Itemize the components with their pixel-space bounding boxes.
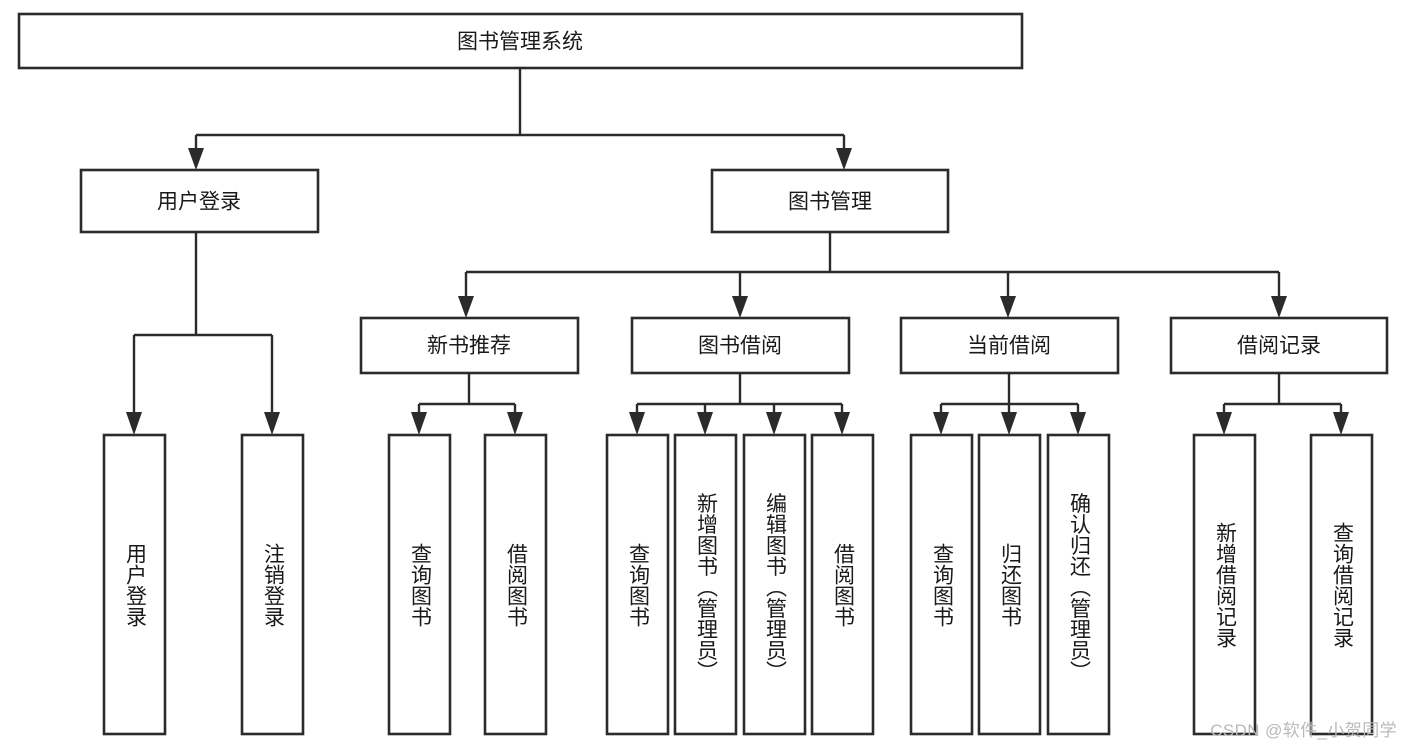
arrow-head-bb-leaf-3	[766, 412, 782, 435]
arrow-head-book-manage	[836, 148, 852, 170]
leaf-current-borrow-2-box[interactable]	[977, 433, 1042, 736]
leaf-current-borrow-3-label: 确认归还（管理员）	[1068, 493, 1092, 682]
connector-group-current-borrow	[933, 373, 1086, 435]
arrow-head-cb-leaf-3	[1070, 412, 1086, 435]
node-current-borrow-box[interactable]	[899, 316, 1120, 375]
leaf-current-borrow-1-label: 查询图书	[931, 543, 955, 627]
leaf-new-book-rec-2-label: 借阅图书	[505, 543, 529, 627]
node-user-login[interactable]: 用户登录	[79, 168, 320, 234]
leaf-book-borrow-3-label: 编辑图书（管理员）	[764, 493, 788, 682]
connector-group-root	[188, 68, 852, 170]
arrow-head-bb-leaf-4	[834, 412, 850, 435]
arrow-head-borrow-record	[1271, 296, 1287, 318]
leaf-book-borrow-3-box[interactable]	[742, 433, 807, 736]
leaf-new-book-rec-2-box[interactable]	[483, 433, 548, 736]
arrow-head-current-borrow	[1000, 296, 1016, 318]
connector-group-new-book-rec	[411, 373, 523, 435]
leaf-current-borrow-2-label: 归还图书	[999, 543, 1023, 627]
leaf-current-borrow-1-box[interactable]	[909, 433, 974, 736]
node-book-manage-box[interactable]	[710, 168, 950, 234]
arrow-head-book-borrow	[732, 296, 748, 318]
connector-group-borrow-record	[1216, 373, 1349, 435]
leaf-new-book-rec-1-box[interactable]	[387, 433, 452, 736]
leaf-current-borrow-2[interactable]: 归还图书	[977, 433, 1042, 736]
arrow-head-cb-leaf-2	[1001, 412, 1017, 435]
leaf-borrow-record-1-box[interactable]	[1192, 433, 1257, 736]
node-book-manage[interactable]: 图书管理	[710, 168, 950, 234]
arrow-head-ul-leaf-2	[264, 412, 280, 435]
connector-group-book-borrow	[629, 373, 850, 435]
connector-group-book-manage	[458, 232, 1287, 318]
arrow-head-new-book-rec	[458, 296, 474, 318]
leaf-borrow-record-1-label: 新增借阅记录	[1214, 522, 1238, 648]
leaf-book-borrow-1-box[interactable]	[605, 433, 670, 736]
node-new-book-rec-box[interactable]	[359, 316, 580, 375]
leaf-user-login-2-box[interactable]	[240, 433, 305, 736]
node-borrow-record-label: 借阅记录	[1237, 335, 1321, 358]
csdn-watermark: CSDN @软件_小贺同学	[1210, 721, 1397, 740]
arrow-head-nbr-leaf-2	[507, 412, 523, 435]
connector-group-user-login	[126, 232, 280, 435]
leaf-current-borrow-3[interactable]: 确认归还（管理员）	[1046, 433, 1111, 736]
leaf-current-borrow-1[interactable]: 查询图书	[909, 433, 974, 736]
node-new-book-rec[interactable]: 新书推荐	[359, 316, 580, 375]
leaf-borrow-record-2-label: 查询借阅记录	[1331, 522, 1355, 648]
leaf-borrow-record-2[interactable]: 查询借阅记录	[1309, 433, 1374, 736]
leaf-user-login-2[interactable]: 注销登录	[240, 433, 305, 736]
node-root-label: 图书管理系统	[457, 31, 583, 54]
leaf-book-borrow-4-box[interactable]	[810, 433, 875, 736]
arrow-head-bb-leaf-2	[697, 412, 713, 435]
leaf-user-login-2-label: 注销登录	[262, 543, 286, 627]
leaf-book-borrow-3[interactable]: 编辑图书（管理员）	[742, 433, 807, 736]
node-current-borrow-label: 当前借阅	[967, 335, 1051, 358]
leaf-new-book-rec-2[interactable]: 借阅图书	[483, 433, 548, 736]
node-book-borrow-box[interactable]	[630, 316, 851, 375]
node-book-borrow-label: 图书借阅	[698, 335, 782, 358]
leaf-borrow-record-1[interactable]: 新增借阅记录	[1192, 433, 1257, 736]
node-borrow-record[interactable]: 借阅记录	[1169, 316, 1389, 375]
leaf-new-book-rec-1[interactable]: 查询图书	[387, 433, 452, 736]
node-user-login-box[interactable]	[79, 168, 320, 234]
node-root[interactable]: 图书管理系统	[17, 12, 1024, 70]
leaf-borrow-record-2-box[interactable]	[1309, 433, 1374, 736]
node-user-login-label: 用户登录	[157, 191, 241, 214]
node-borrow-record-box[interactable]	[1169, 316, 1389, 375]
node-book-borrow[interactable]: 图书借阅	[630, 316, 851, 375]
leaf-book-borrow-2-label: 新增图书（管理员）	[695, 493, 719, 682]
leaf-book-borrow-4[interactable]: 借阅图书	[810, 433, 875, 736]
arrow-head-user-login	[188, 148, 204, 170]
leaf-book-borrow-1[interactable]: 查询图书	[605, 433, 670, 736]
leaf-user-login-1-box[interactable]	[102, 433, 167, 736]
leaf-current-borrow-3-box[interactable]	[1046, 433, 1111, 736]
leaf-book-borrow-2-box[interactable]	[673, 433, 738, 736]
leaf-new-book-rec-1-label: 查询图书	[409, 543, 433, 627]
leaf-book-borrow-1-label: 查询图书	[627, 543, 651, 627]
arrow-head-nbr-leaf-1	[411, 412, 427, 435]
node-book-manage-label: 图书管理	[788, 191, 872, 214]
arrow-head-br-leaf-1	[1216, 412, 1232, 435]
arrow-head-bb-leaf-1	[629, 412, 645, 435]
node-new-book-rec-label: 新书推荐	[427, 335, 511, 358]
leaf-book-borrow-2[interactable]: 新增图书（管理员）	[673, 433, 738, 736]
node-root-box[interactable]	[17, 12, 1024, 70]
leaf-user-login-1-label: 用户登录	[124, 543, 148, 627]
arrow-head-br-leaf-2	[1333, 412, 1349, 435]
arrow-head-ul-leaf-1	[126, 412, 142, 435]
leaf-user-login-1[interactable]: 用户登录	[102, 433, 167, 736]
leaf-book-borrow-4-label: 借阅图书	[832, 543, 856, 627]
arrow-head-cb-leaf-1	[933, 412, 949, 435]
node-current-borrow[interactable]: 当前借阅	[899, 316, 1120, 375]
